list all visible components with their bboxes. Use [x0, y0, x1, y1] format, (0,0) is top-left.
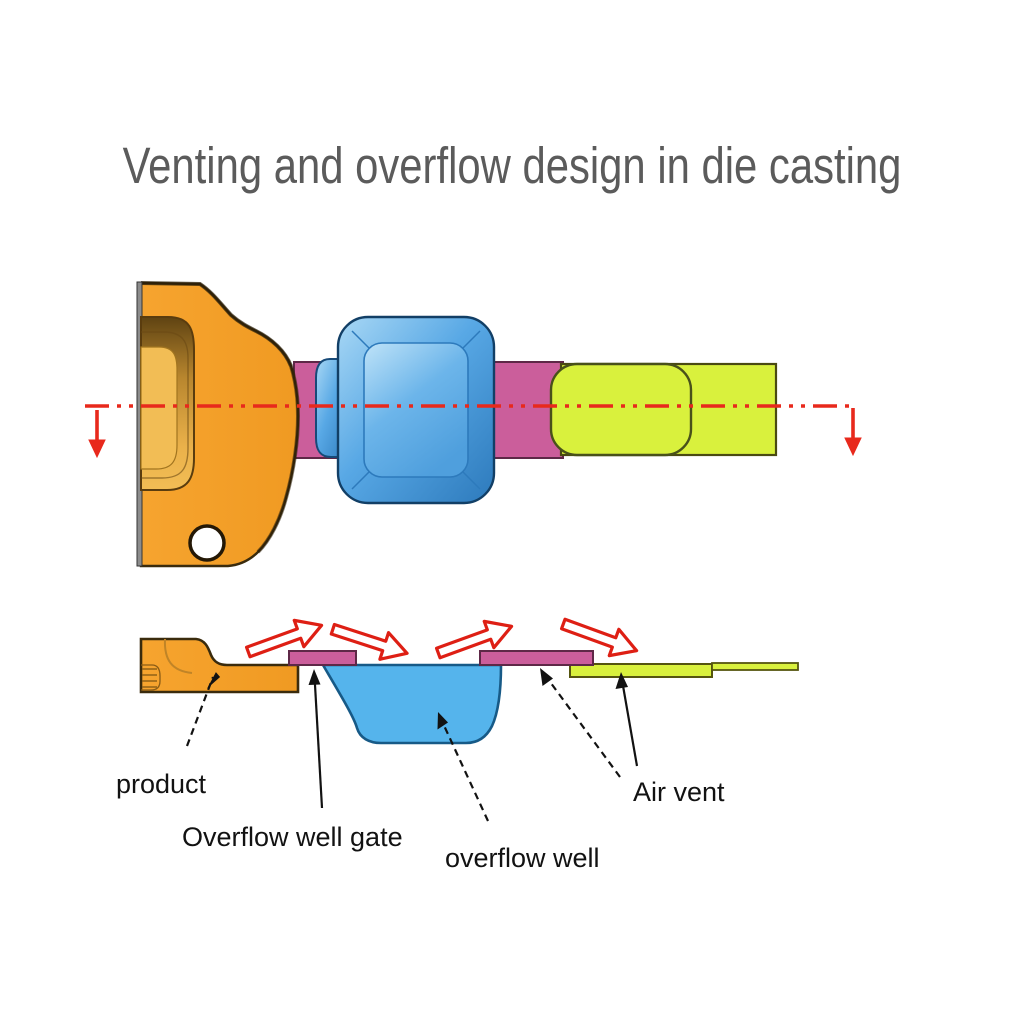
page-title: Venting and overflow design in die casti… — [122, 137, 902, 194]
product-top — [136, 281, 301, 568]
label-product: product — [116, 769, 207, 799]
air-vent-pocket-top — [549, 362, 693, 457]
flow-arrow-icon — [244, 618, 324, 659]
top-view-diagram — [85, 281, 862, 568]
flow-arrow-icon — [434, 619, 514, 660]
product-section — [139, 637, 300, 694]
product-section-fillet — [163, 638, 193, 674]
product-section-boss — [141, 664, 161, 691]
overflow-well-section — [320, 663, 503, 745]
flow-arrow-icon — [329, 622, 409, 661]
label-overflow-well-gate: Overflow well gate — [182, 822, 403, 852]
airvent-right-leader-arrow — [615, 672, 639, 767]
centerline — [85, 404, 862, 459]
product-leader-arrow — [185, 672, 221, 747]
overflow-well-top — [336, 315, 496, 505]
flow-arrows — [244, 617, 639, 661]
section-arrow-left — [88, 410, 106, 459]
vent-gate-section — [479, 650, 594, 666]
product-hole — [188, 524, 226, 562]
well-leader-arrow — [437, 712, 489, 822]
product-pocket-boss — [140, 346, 178, 470]
air-vent-section — [569, 662, 799, 678]
airvent-left-leader-arrow — [540, 668, 621, 778]
overflow-well-gate-section — [288, 650, 357, 666]
product-top-shadow-edge — [140, 281, 293, 367]
cross-section-diagram — [139, 617, 799, 822]
label-air-vent: Air vent — [633, 777, 725, 807]
product-section-hatching — [142, 668, 157, 688]
section-arrow-right — [844, 408, 862, 457]
gate-leader-arrow — [308, 669, 324, 809]
label-overflow-well: overflow well — [445, 843, 600, 873]
leader-arrows — [185, 668, 639, 822]
flow-arrow-icon — [559, 617, 639, 658]
